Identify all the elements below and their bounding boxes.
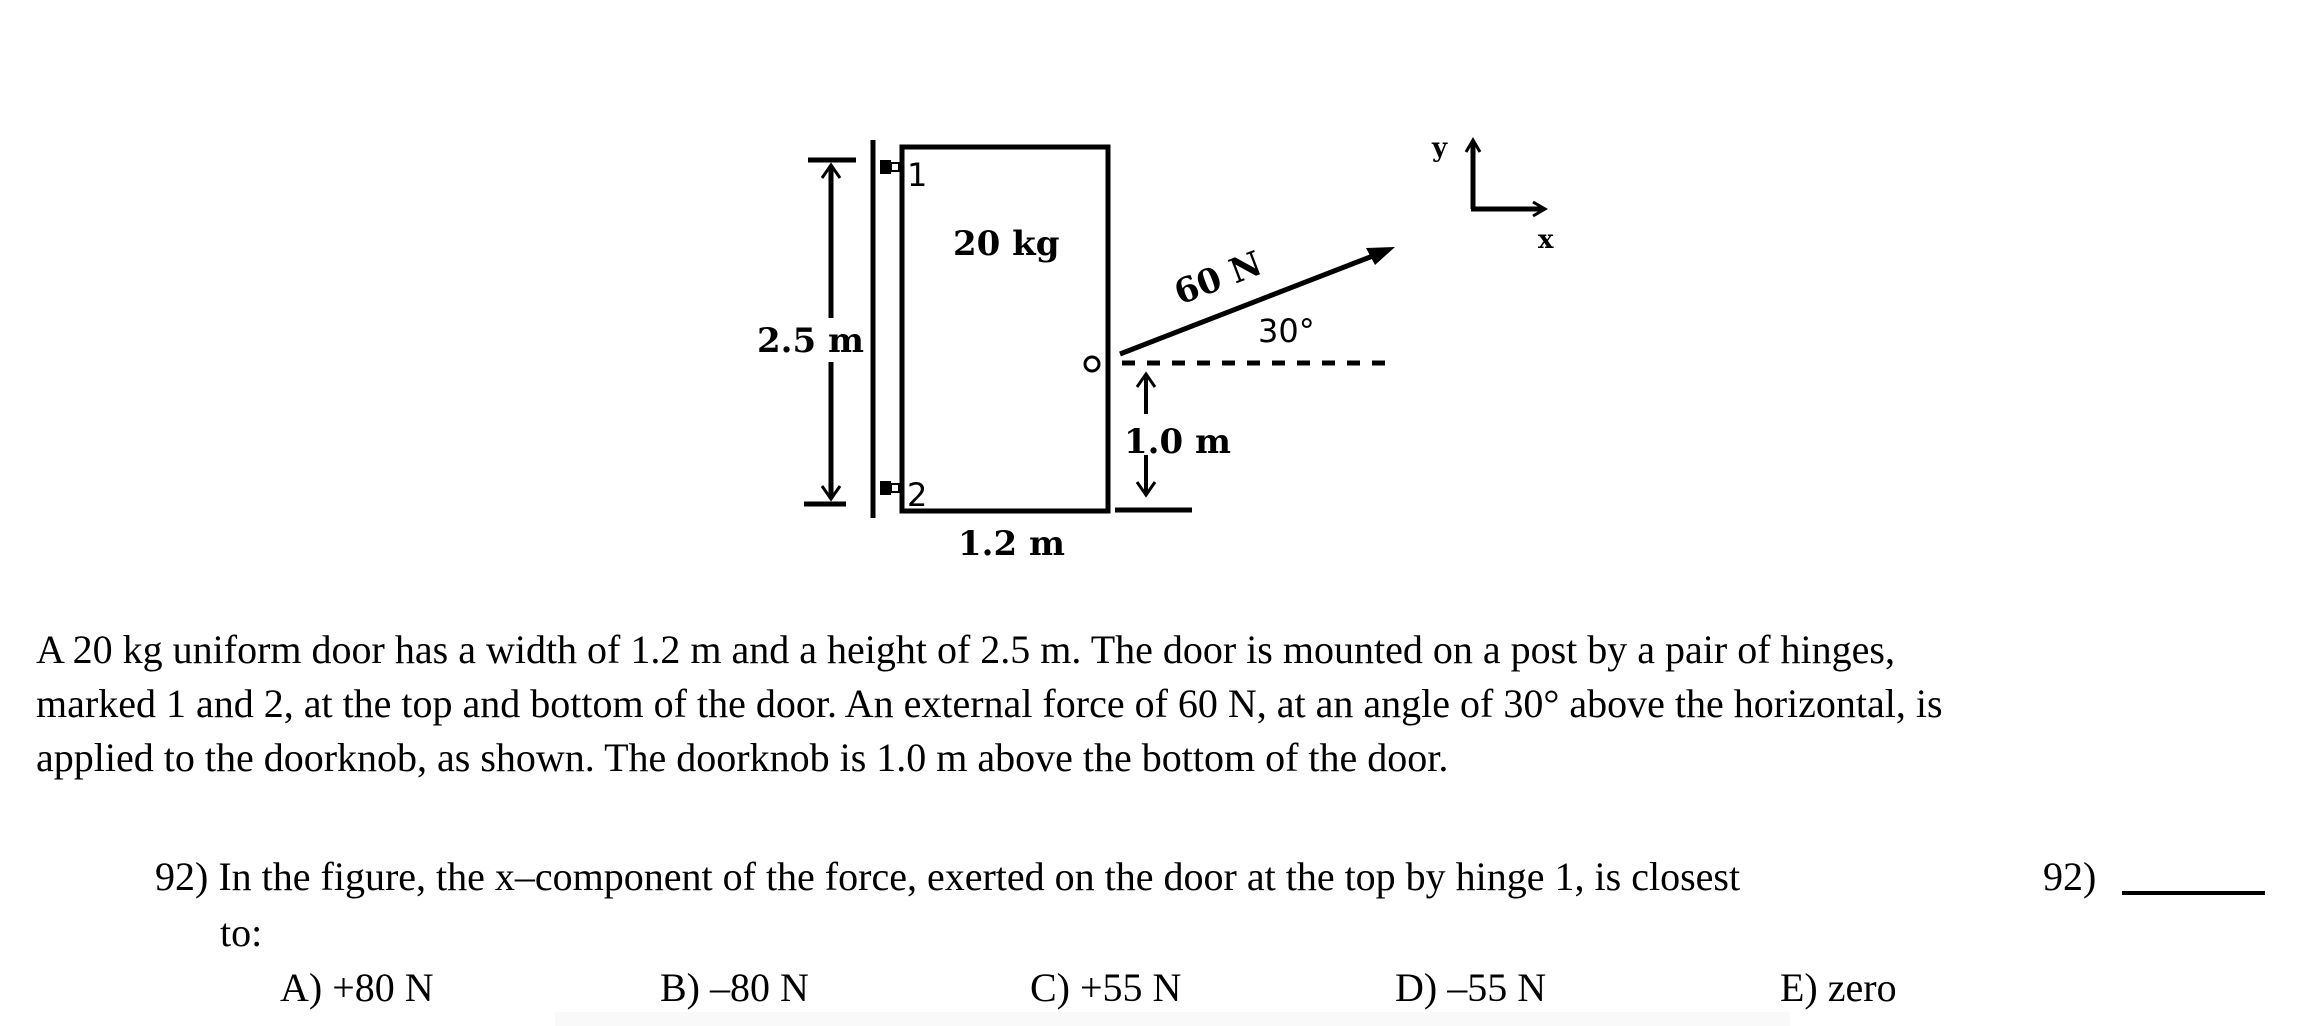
question-text-continued: to: [220,910,263,955]
answer-number-label: 92) [2043,854,2097,899]
width-label: 1.2 m [958,524,1065,564]
door-figure: 2.5 m 1 2 20 kg 1.2 m 60 N 30° 1.0 m [757,133,1554,564]
choice-d: D) –55 N [1395,965,1547,1010]
choice-a: A) +80 N [280,965,434,1010]
hinge-top-label: 1 [907,156,927,194]
axis-x-label: x [1538,225,1554,255]
hinge-top [880,160,900,174]
mass-label: 20 kg [953,224,1059,264]
axis-y-label: y [1431,133,1448,163]
choice-b: B) –80 N [660,965,809,1010]
problem-statement: A 20 kg uniform door has a width of 1.2 … [36,623,2296,785]
force-arrow [1119,247,1395,357]
choice-c: C) +55 N [1030,965,1182,1010]
problem-line: marked 1 and 2, at the top and bottom of… [36,681,1943,726]
hinge-bottom [880,481,900,495]
knob-height-dimension [1115,371,1192,513]
question-text: 92) In the figure, the x–component of th… [155,854,1741,899]
hinge-bottom-label: 2 [907,476,927,514]
answer-blank[interactable] [2122,891,2265,895]
doorknob [1083,355,1101,373]
height-label: 2.5 m [757,321,864,361]
door [899,144,1111,514]
knob-height-label: 1.0 m [1124,422,1231,462]
choice-e: E) zero [1780,965,1897,1010]
problem-line: A 20 kg uniform door has a width of 1.2 … [36,627,1895,672]
angle-label: 30° [1258,312,1315,350]
height-dimension [804,157,856,507]
axes-icon [1464,137,1548,218]
page-edge-shadow [555,1012,1790,1026]
problem-line: applied to the doorknob, as shown. The d… [36,735,1449,780]
